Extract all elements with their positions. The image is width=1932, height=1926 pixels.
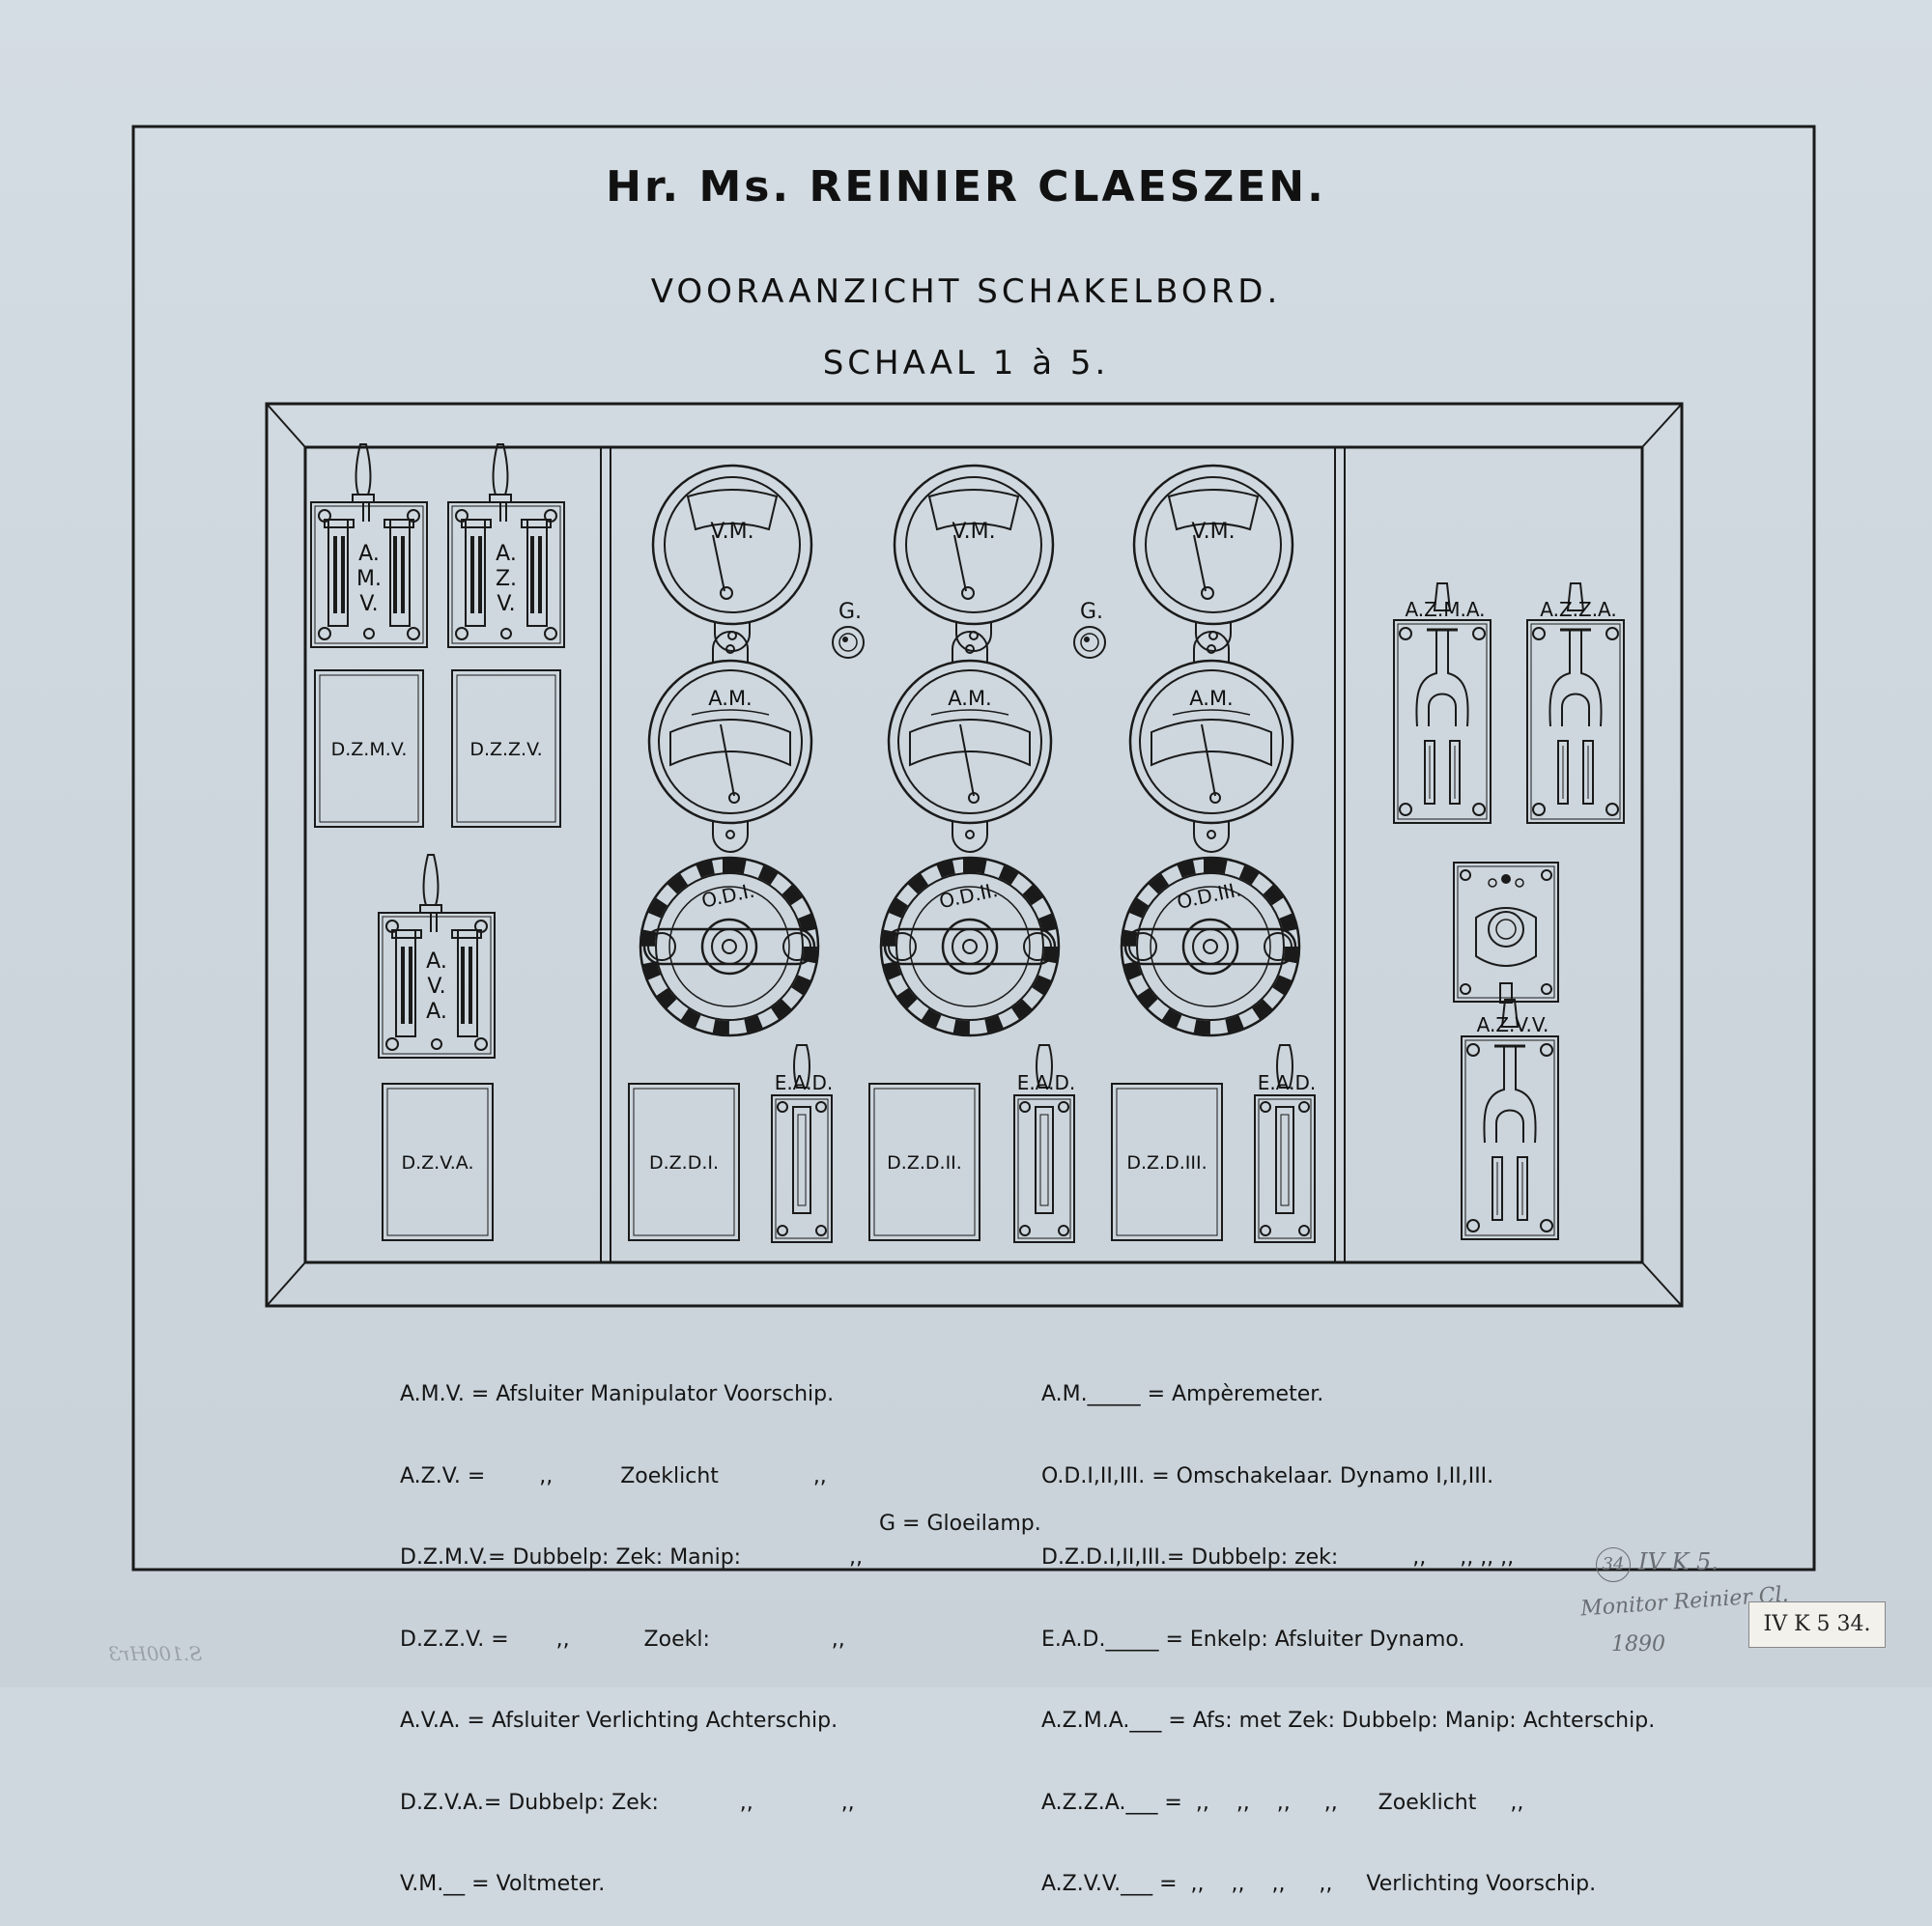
catalog-hand-text: IV K 5. — [1638, 1548, 1719, 1575]
box-dzmv — [314, 669, 424, 828]
voltmeter-label-2: V.M. — [952, 520, 995, 544]
voltmeter-label-1: V.M. — [710, 520, 753, 544]
ava-letter-1: A. — [426, 949, 447, 974]
ead-label-2: E.A.D. — [1017, 1071, 1075, 1094]
box-dzzv — [451, 669, 561, 828]
dial-label-2: O.D.II. — [937, 878, 1000, 913]
label-dzzv: D.Z.Z.V. — [469, 739, 542, 760]
lamp-label-1: G. — [838, 600, 862, 624]
azza-label: A.Z.Z.A. — [1540, 598, 1617, 621]
amv-letter-2: M. — [356, 567, 382, 591]
amv-letter-3: V. — [359, 592, 378, 616]
label-dzva: D.Z.V.A. — [401, 1152, 473, 1174]
drawing-title: Hr. Ms. REINIER CLAESZEN. — [606, 162, 1326, 212]
center-panel: V.M. V.M. V.M. G. G. A.M. A.M. A.M. O.D.… — [628, 464, 1316, 1243]
edge-stamp: S.100Hr3 — [108, 1642, 203, 1665]
switchboard-frame — [265, 402, 1684, 1308]
ammeter-label-1: A.M. — [708, 687, 752, 710]
azv-letter-3: V. — [497, 592, 515, 616]
ammeter-label-2: A.M. — [948, 687, 991, 710]
voltmeter-label-3: V.M. — [1191, 520, 1235, 544]
catalog-label: IV K 5 34. — [1748, 1601, 1886, 1648]
legend-left-line: V.M.__ = Voltmeter. — [400, 1872, 606, 1896]
right-panel: A.Z.M.A. A.Z.Z.A. A.Z.V.V. — [1392, 581, 1626, 1241]
label-dzd1: D.Z.D.I. — [649, 1152, 719, 1174]
legend-right-line: A.Z.M.A.___ = Afs: met Zek: Dubbelp: Man… — [1041, 1709, 1656, 1733]
box-dzd2 — [868, 1083, 980, 1241]
legend-left-line: A.M.V. = Afsluiter Manipulator Voorschip… — [400, 1382, 835, 1406]
azv-letter-1: A. — [496, 542, 517, 566]
legend-right-line: O.D.I,II,III. = Omschakelaar. Dynamo I,I… — [1041, 1463, 1494, 1488]
drawing-subtitle: VOORAANZICHT SCHAKELBORD. — [650, 272, 1282, 311]
ammeter-label-3: A.M. — [1189, 687, 1233, 710]
label-dzmv: D.Z.M.V. — [331, 739, 408, 760]
catalog-circle: 34 — [1596, 1547, 1631, 1582]
azv-letter-2: Z. — [496, 567, 517, 591]
legend-left-line: A.V.A. = Afsluiter Verlichting Achtersch… — [400, 1709, 838, 1733]
dial-label-3: O.D.III. — [1175, 877, 1243, 913]
lamp-label-2: G. — [1080, 600, 1103, 624]
legend-right: A.M._____ = Ampèremeter. O.D.I,II,III. =… — [1041, 1327, 1655, 1926]
catalog-circle-note: 34 IV K 5. — [1596, 1547, 1719, 1582]
drawing-scale: SCHAAL 1 à 5. — [822, 344, 1110, 382]
legend-right-line: A.Z.V.V.___ = ,, ,, ,, ,, Verlichting Vo… — [1041, 1872, 1597, 1896]
hand-year: 1890 — [1611, 1632, 1665, 1657]
box-dzd1 — [628, 1083, 740, 1241]
switchboard-drawing: A. M. V. A. Z. V. A. V. A. D.Z.M.V. D.Z.… — [131, 125, 1816, 1572]
dial-label-1: O.D.I. — [699, 879, 756, 913]
box-dzd3 — [1111, 1083, 1223, 1241]
legend-left-line: D.Z.V.A.= Dubbelp: Zek: ,, ,, — [400, 1790, 855, 1815]
amv-letter-1: A. — [358, 542, 380, 566]
legend-right-line: A.Z.Z.A.___ = ,, ,, ,, ,, Zoeklicht ,, — [1041, 1790, 1524, 1815]
connector-plate — [1453, 862, 1559, 1004]
legend-right-line: D.Z.D.I,II,III.= Dubbelp: zek: ,, ,, ,, … — [1041, 1545, 1515, 1570]
ead-label-3: E.A.D. — [1258, 1071, 1316, 1094]
azma-label: A.Z.M.A. — [1405, 598, 1485, 621]
ead-label-1: E.A.D. — [775, 1071, 833, 1094]
legend-left-line: D.Z.Z.V. = ,, Zoekl: ,, — [400, 1627, 845, 1652]
left-panel: A. M. V. A. Z. V. A. V. A. D.Z.M.V. D.Z.… — [310, 443, 565, 1241]
legend-right-line: E.A.D._____ = Enkelp: Afsluiter Dynamo. — [1041, 1627, 1465, 1652]
legend-right-line: A.M._____ = Ampèremeter. — [1041, 1382, 1324, 1406]
label-dzd2: D.Z.D.II. — [887, 1152, 962, 1174]
legend-left: A.M.V. = Afsluiter Manipulator Voorschip… — [400, 1327, 863, 1926]
label-dzd3: D.Z.D.III. — [1126, 1152, 1207, 1174]
drawing-sheet — [0, 0, 1932, 1687]
legend-left-line: D.Z.M.V.= Dubbelp: Zek: Manip: ,, — [400, 1545, 863, 1570]
azvv-label: A.Z.V.V. — [1477, 1013, 1549, 1036]
legend-left-line: A.Z.V. = ,, Zoeklicht ,, — [400, 1463, 827, 1488]
legend-gloeilamp: G = Gloeilamp. — [879, 1512, 1041, 1536]
box-dzva — [382, 1083, 494, 1241]
ava-letter-2: V. — [427, 975, 445, 999]
drawing-border — [131, 125, 1816, 1572]
ava-letter-3: A. — [426, 1000, 447, 1024]
